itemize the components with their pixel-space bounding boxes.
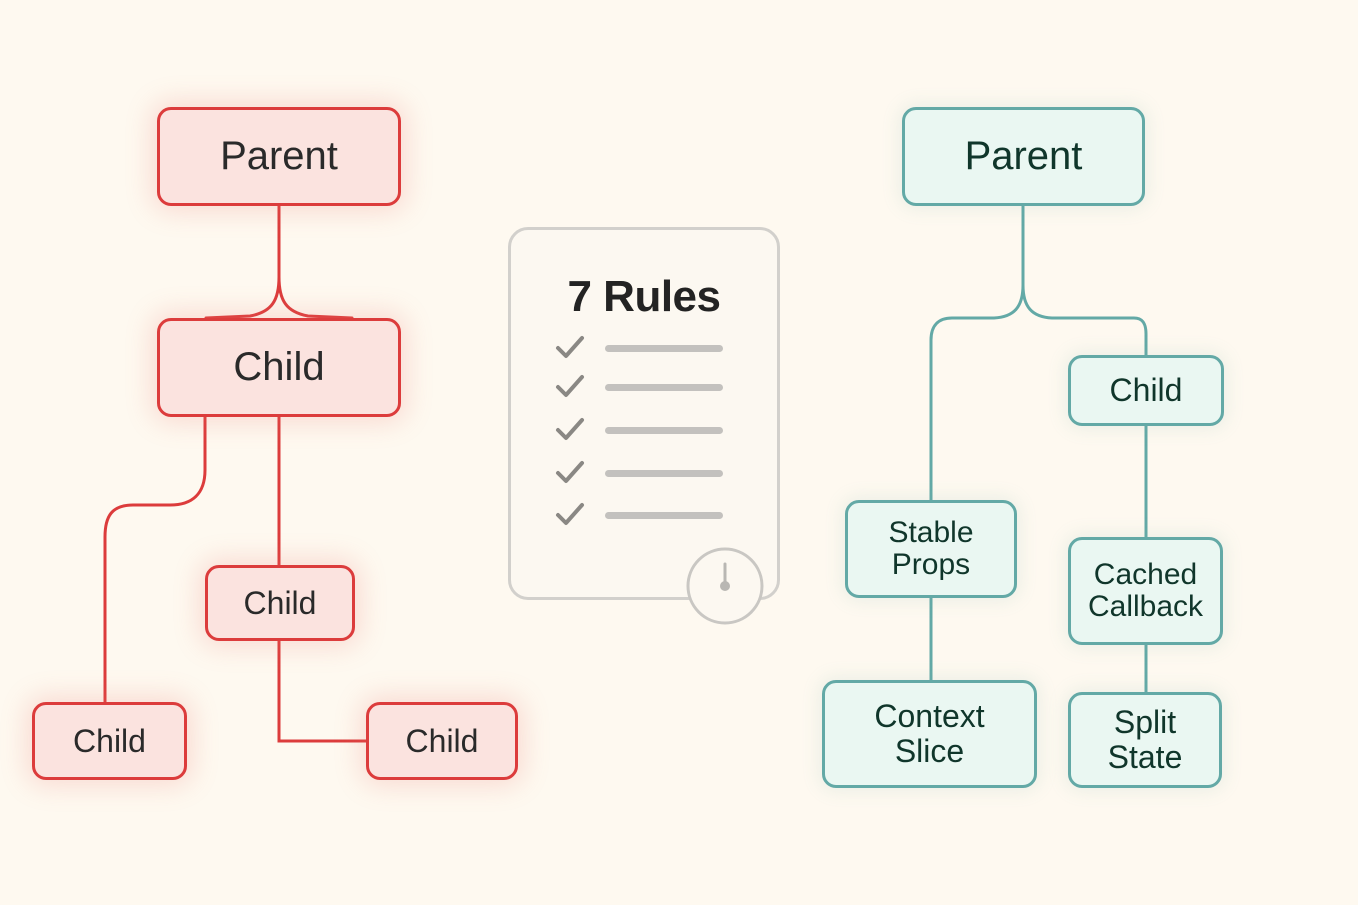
wire-l-child1-to-child3 bbox=[103, 415, 207, 704]
check-icon bbox=[556, 461, 584, 483]
wire-l-fork-left bbox=[204, 275, 281, 320]
wire-r-fork-left-to-stable bbox=[929, 283, 1025, 502]
node-left-child-1[interactable]: Child bbox=[157, 318, 401, 417]
rule-row bbox=[555, 460, 723, 486]
rule-line bbox=[605, 344, 723, 352]
check-icon bbox=[556, 336, 584, 358]
rule-row bbox=[555, 502, 723, 528]
node-left-child-2[interactable]: Child bbox=[205, 565, 355, 641]
check-icon bbox=[556, 418, 584, 440]
seven-rules-card[interactable]: 7 Rules bbox=[508, 227, 780, 600]
check-icon bbox=[556, 503, 584, 525]
node-left-child-3[interactable]: Child bbox=[32, 702, 187, 780]
node-right-parent[interactable]: Parent bbox=[902, 107, 1145, 206]
node-right-split-state[interactable]: Split State bbox=[1068, 692, 1222, 788]
rule-line bbox=[605, 511, 723, 519]
rule-row bbox=[555, 374, 723, 400]
rule-row bbox=[555, 335, 723, 361]
rule-row bbox=[555, 417, 723, 443]
node-right-cached-callback[interactable]: Cached Callback bbox=[1068, 537, 1223, 645]
clock-gauge-icon bbox=[686, 547, 764, 625]
card-title: 7 Rules bbox=[567, 272, 721, 321]
node-right-context-slice[interactable]: Context Slice bbox=[822, 680, 1037, 788]
check-icon bbox=[556, 375, 584, 397]
node-right-stable-props[interactable]: Stable Props bbox=[845, 500, 1017, 598]
node-left-child-4[interactable]: Child bbox=[366, 702, 518, 780]
wire-l-child2-to-child4 bbox=[277, 639, 368, 743]
wire-r-fork-right-to-child bbox=[1021, 283, 1148, 357]
rule-line bbox=[605, 383, 723, 391]
node-right-child[interactable]: Child bbox=[1068, 355, 1224, 426]
rule-line bbox=[605, 426, 723, 434]
wire-l-fork-right bbox=[277, 275, 354, 320]
node-left-parent[interactable]: Parent bbox=[157, 107, 401, 206]
rule-line bbox=[605, 469, 723, 477]
